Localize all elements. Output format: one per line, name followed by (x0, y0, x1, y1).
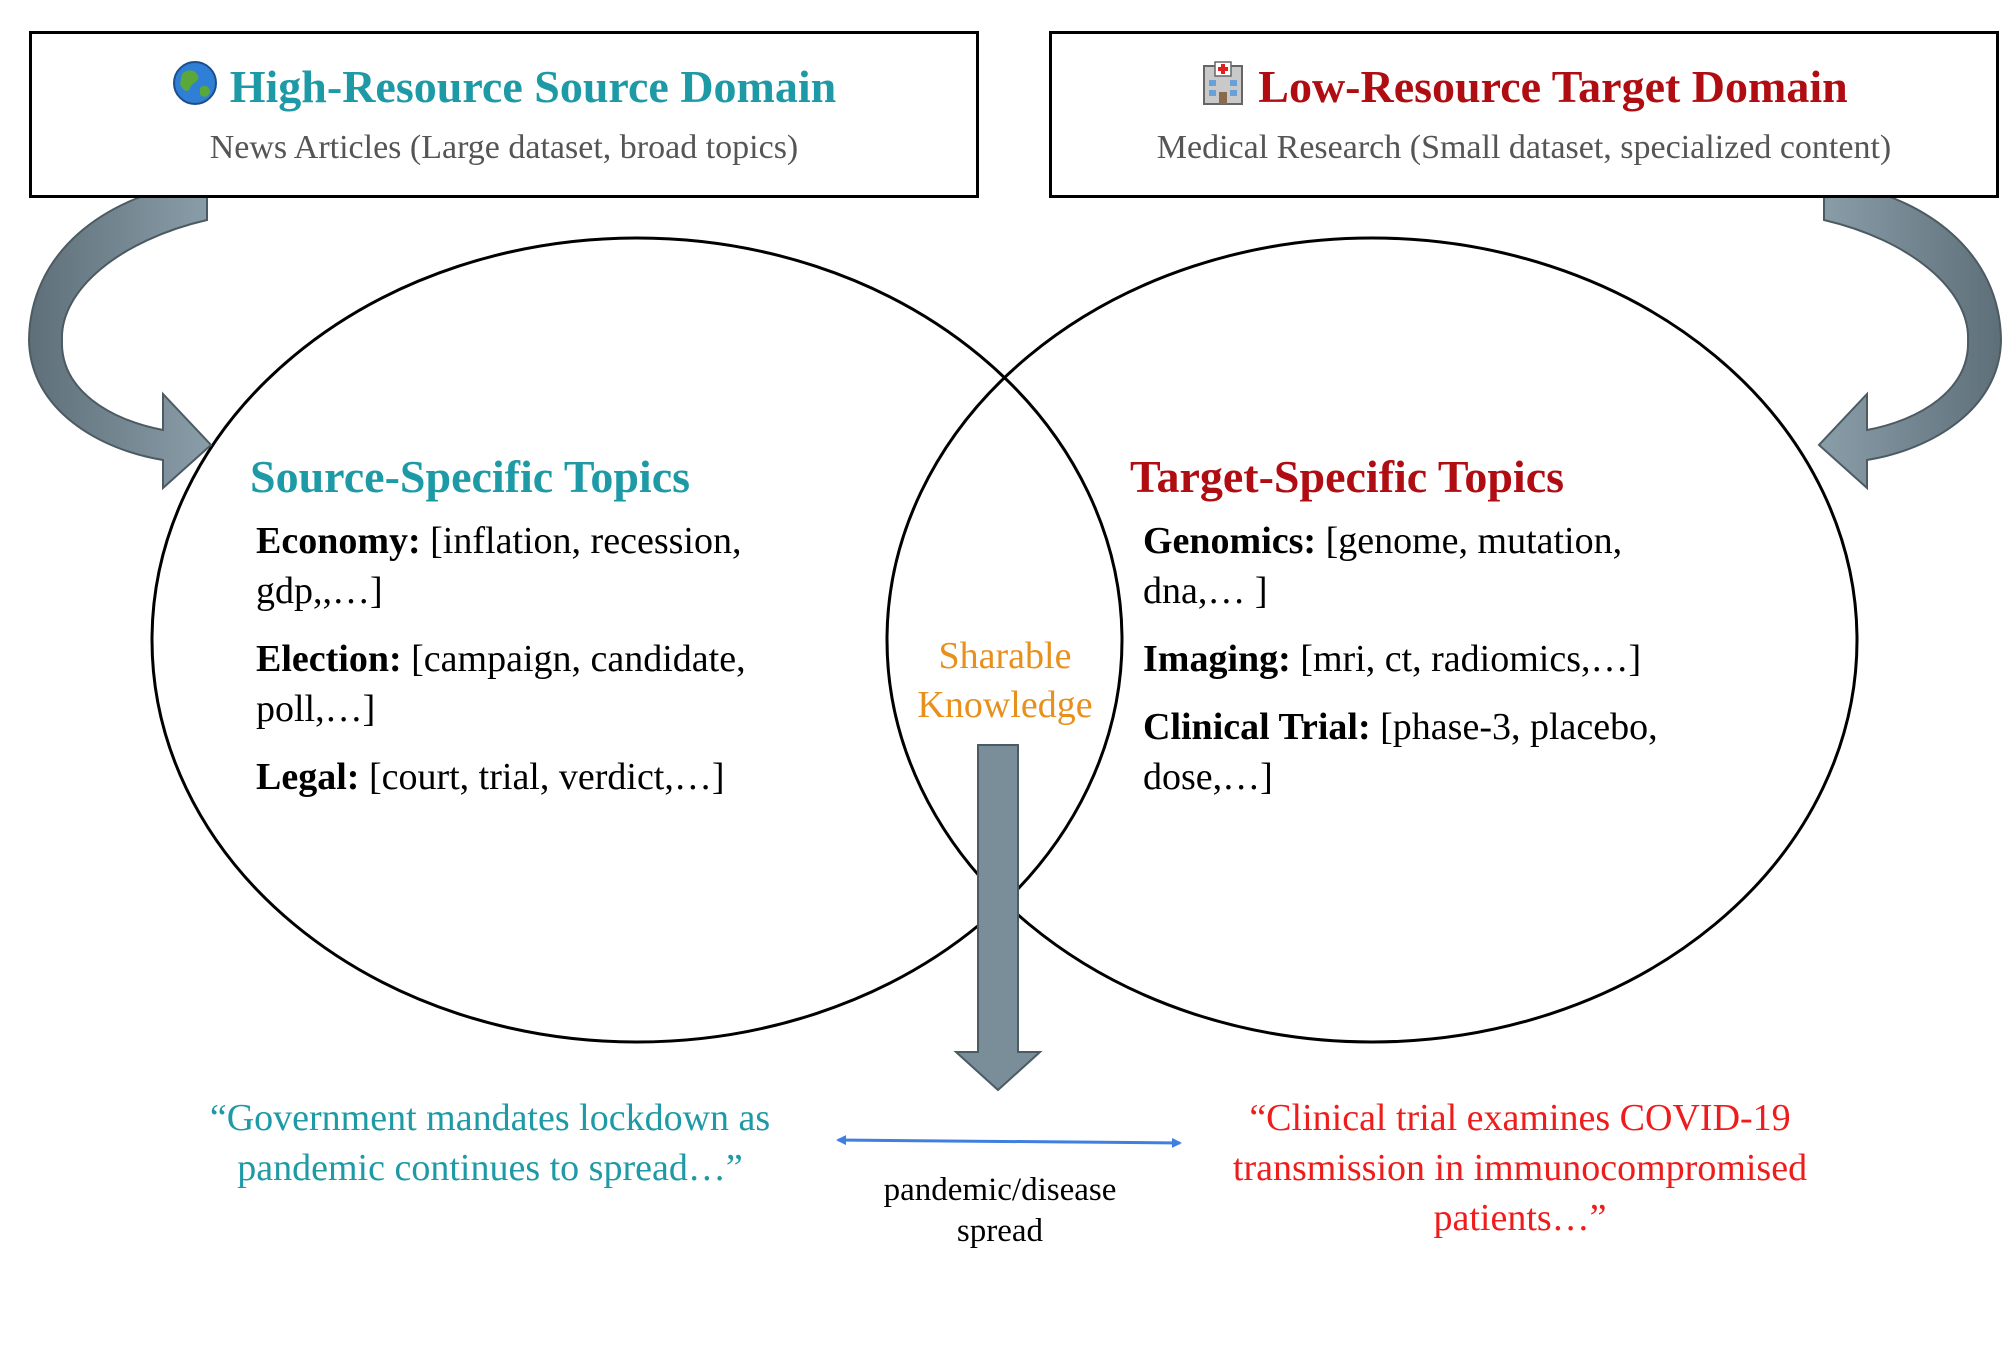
target-ellipse (885, 236, 1859, 1044)
source-topics-heading: Source-Specific Topics (250, 451, 691, 502)
source-curved-arrow (27, 178, 213, 491)
shared-knowledge-label: Sharable Knowledge (917, 635, 1093, 726)
source-ellipse (150, 236, 1124, 1044)
target-topic-imaging: Imaging: [mri, ct, radiomics,…] (1143, 634, 1703, 684)
source-domain-title-row: High-Resource Source Domain (32, 60, 976, 118)
source-topics-list: Economy: [inflation, recession, gdp,,…] … (256, 516, 796, 820)
source-domain-title: High-Resource Source Domain (229, 61, 837, 112)
shared-down-arrow (953, 744, 1043, 1092)
target-example-quote: “Clinical trial examines COVID-19 transm… (1232, 1097, 1808, 1239)
target-topics-heading: Target-Specific Topics (1130, 451, 1565, 502)
target-domain-subtitle: Medical Research (Small dataset, special… (1156, 129, 1892, 166)
target-curved-arrow (1817, 178, 2003, 491)
target-topic-clinical-trial: Clinical Trial: [phase-3, placebo, dose,… (1143, 702, 1703, 802)
source-topic-economy: Economy: [inflation, recession, gdp,,…] (256, 516, 796, 616)
target-topic-genomics: Genomics: [genome, mutation, dna,… ] (1143, 516, 1703, 616)
source-example-quote: “Government mandates lockdown as pandemi… (209, 1097, 771, 1189)
topic-words: [court, trial, verdict,…] (368, 756, 725, 798)
source-topic-legal: Legal: [court, trial, verdict,…] (256, 752, 796, 802)
topic-words: [mri, ct, radiomics,…] (1300, 638, 1642, 680)
globe-icon (172, 60, 218, 118)
source-topic-election: Election: [campaign, candidate, poll,…] (256, 634, 796, 734)
target-domain-title: Low-Resource Target Domain (1258, 61, 1848, 112)
topic-label: Imaging: (1143, 638, 1291, 680)
target-domain-box: Low-Resource Target Domain Medical Resea… (1049, 31, 1999, 198)
topic-words: [inflation, recession, gdp,,…] (256, 520, 742, 612)
target-topics-list: Genomics: [genome, mutation, dna,… ] Ima… (1143, 516, 1703, 820)
example-link-label: pandemic/disease spread (883, 1172, 1117, 1249)
topic-label: Genomics: (1143, 520, 1317, 562)
hospital-icon (1200, 60, 1246, 118)
topic-words: [campaign, candidate, poll,…] (256, 638, 746, 730)
topic-label: Clinical Trial: (1143, 706, 1371, 748)
example-link-arrow (836, 1135, 1182, 1148)
topic-words: [phase-3, placebo, dose,…] (1143, 706, 1658, 798)
topic-label: Legal: (256, 756, 360, 798)
source-domain-subtitle: News Articles (Large dataset, broad topi… (209, 129, 799, 166)
topic-words: [genome, mutation, dna,… ] (1143, 520, 1623, 612)
topic-label: Election: (256, 638, 402, 680)
target-domain-title-row: Low-Resource Target Domain (1052, 60, 1996, 118)
source-domain-box: High-Resource Source Domain News Article… (29, 31, 979, 198)
topic-label: Economy: (256, 520, 421, 562)
